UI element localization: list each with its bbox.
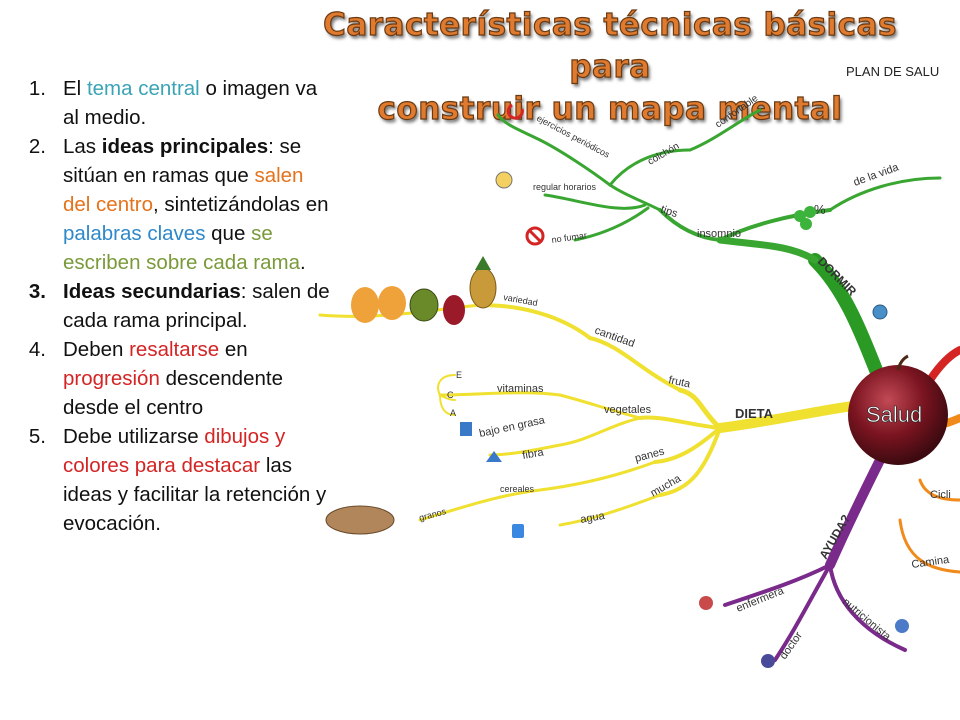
branch-label-dieta: DIETA [735, 406, 774, 421]
slide-title: Características técnicas básicas para co… [300, 4, 920, 130]
list-highlight: resaltarse [129, 338, 220, 361]
globe-icon [872, 304, 888, 320]
refresh-icon [506, 103, 524, 120]
word-tips: tips [659, 203, 679, 220]
word-cereales: cereales [500, 484, 535, 494]
list-number: 2. [28, 135, 46, 158]
dieta-images [325, 256, 524, 538]
word-ejercicios: ejercicios periódicos [535, 113, 612, 160]
word-horarios: regular horarios [533, 182, 597, 192]
dormir-icons [495, 103, 888, 320]
word-vegetales: vegetales [604, 404, 652, 416]
pineapple-icon [469, 267, 497, 309]
list-highlight: dibujos y colores para destacar [63, 425, 286, 477]
smiley-icon [800, 218, 812, 230]
apple-icon [848, 365, 948, 465]
list-text: descendente desde el centro [63, 367, 283, 419]
list-text: . [300, 251, 306, 274]
list-text: las ideas y facilitar la retención y evo… [63, 454, 327, 535]
kiwi-icon [409, 288, 439, 322]
word-vit-c: C [447, 390, 454, 400]
word-ciclismo: Cicli [930, 489, 951, 501]
plum-icon [443, 295, 465, 325]
word-nutricionista: nutricionista [840, 596, 893, 643]
arrow-down-icon [460, 422, 472, 436]
list-text: Debe utilizarse [63, 425, 205, 448]
list-text: El [63, 77, 87, 100]
dieta-labels: DIETA fruta cantidad variedad vegetales … [418, 292, 774, 526]
word-fruta: fruta [667, 374, 692, 390]
list-text: Las [63, 135, 102, 158]
water-glass-icon [512, 524, 524, 538]
arrow-up-icon [486, 451, 502, 462]
smiley-icon [804, 206, 816, 218]
word-fibra: fibra [521, 446, 545, 462]
word-percent: % [814, 202, 826, 217]
word-granos: granos [418, 506, 448, 523]
list-text: : se sitúan en ramas que [63, 135, 302, 187]
clock-icon [495, 171, 513, 189]
list-number: 3. [28, 280, 46, 303]
list-highlight: palabras claves [63, 222, 206, 245]
word-colchon: colchón [646, 141, 681, 168]
dormir-labels: DORMIR tips insomnio de la vida colchón … [533, 93, 901, 299]
bread-basket-icon [325, 505, 395, 535]
ayuda-labels: AYUDA? enfermera doctor nutricionista [735, 512, 894, 662]
list-item: 2. Las ideas principales: se sitúan en r… [6, 132, 336, 277]
word-caminar: Camina [911, 554, 951, 571]
list-item: 3. Ideas secundarias: salen de cada rama… [6, 277, 336, 335]
word-bajo-en-grasa: bajo en grasa [478, 414, 547, 440]
list-number: 5. [28, 425, 46, 448]
mind-map: DORMIR tips insomnio de la vida colchón … [318, 93, 960, 668]
branch-dormir [496, 108, 942, 387]
central-topic-label: Salud [866, 402, 922, 427]
characteristics-list: 1. El tema central o imagen va al medio.… [6, 74, 336, 538]
list-text: , sintetizándolas en [153, 193, 329, 216]
slide-title-line1: Características técnicas básicas para [322, 6, 897, 85]
word-vit-a: A [450, 408, 456, 418]
list-text: Deben [63, 338, 130, 361]
list-highlight: se escriben sobre cada rama [63, 222, 301, 274]
central-image: Salud [848, 354, 948, 465]
list-item: 5. Debe utilizarse dibujos y colores par… [6, 422, 336, 538]
ayuda-icons [699, 596, 909, 668]
branch-dieta [318, 303, 865, 527]
list-highlight: ideas principales [101, 135, 269, 158]
list-highlight: Ideas secundarias [63, 280, 241, 303]
word-vit-e: E [456, 370, 462, 380]
list-item: 4. Deben resaltarse en progresión descen… [6, 335, 336, 422]
nutritionist-icon [895, 619, 909, 633]
mindmap-header: PLAN DE SALU [846, 64, 940, 79]
word-doctor: doctor [778, 630, 806, 662]
list-highlight: salen del centro [63, 164, 304, 216]
slide-title-line2: construir un mapa mental [377, 90, 843, 127]
list-highlight: tema central [86, 77, 200, 100]
list-text: o imagen va al medio. [63, 77, 318, 129]
no-smoking-icon [525, 226, 545, 246]
list-text: que [205, 222, 252, 245]
doctor-icon [761, 654, 775, 668]
nurse-icon [699, 596, 713, 610]
papaya-icon [351, 287, 379, 323]
word-no-fumar: no fumar [551, 230, 588, 245]
word-insomnio: insomnio [697, 228, 741, 240]
list-text: : salen de cada rama principal. [63, 280, 330, 332]
list-text: en [219, 338, 248, 361]
list-item: 1. El tema central o imagen va al medio. [6, 74, 336, 132]
papaya-icon [378, 286, 406, 320]
branch-ayuda [723, 455, 907, 662]
word-agua: agua [579, 510, 606, 526]
list-number: 4. [28, 338, 46, 361]
list-number: 1. [28, 77, 46, 100]
word-enfermera: enfermera [735, 585, 787, 615]
list-highlight: progresión [63, 367, 160, 390]
word-vitaminas: vitaminas [497, 383, 544, 395]
